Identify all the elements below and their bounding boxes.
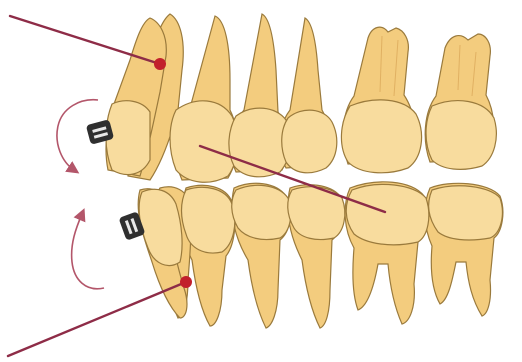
- pointer-dot-lower-icon: [180, 276, 192, 288]
- lower-molar-crown-2: [429, 186, 503, 240]
- pointer-line-lower: [8, 282, 186, 356]
- lower-rotation-arrow-icon: [72, 214, 104, 289]
- upper-molar-crown-1: [341, 100, 421, 173]
- pointer-dot-upper-icon: [154, 58, 166, 70]
- upper-molar-crown-2: [426, 101, 496, 170]
- lower-premolar-crown-1: [232, 185, 291, 239]
- lower-teeth-row: [138, 182, 503, 328]
- lower-molar-crown-1: [346, 184, 429, 244]
- upper-premolar-crown-2: [282, 110, 337, 173]
- upper-teeth-row: [106, 14, 496, 182]
- upper-canine-crown: [170, 101, 238, 182]
